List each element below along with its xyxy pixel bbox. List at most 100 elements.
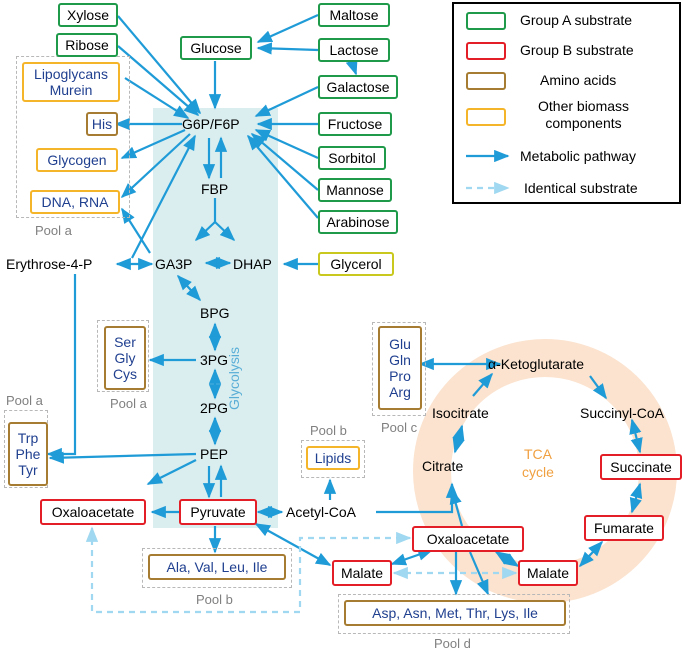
arrow-ga3p-bpg: [176, 274, 202, 302]
pep-label: PEP: [200, 446, 229, 462]
fructose-node: Fructose: [318, 112, 392, 136]
legend-pathway-label: Metabolic pathway: [520, 148, 636, 164]
bpg-label: BPG: [200, 305, 230, 321]
arrow-isocitrate-akg: [472, 372, 494, 397]
mannose-node: Mannose: [318, 178, 392, 202]
succinyl-coa-label: Succinyl-CoA: [580, 405, 665, 421]
arrow-oxaloacetate-citrate: [449, 488, 464, 527]
arrow-erythrose-trp: [46, 274, 77, 461]
legend-group-b-swatch: [466, 42, 506, 60]
lipoglycans-node: Lipoglycans Murein: [22, 62, 120, 102]
legend-pathway-arrow: [466, 150, 510, 162]
pool-a-ser-label: Pool a: [110, 396, 147, 411]
pool-d-enclosure: [338, 594, 570, 634]
malate-left-node: Malate: [332, 560, 392, 586]
trp-phe-tyr-node: Trp Phe Tyr: [8, 422, 48, 486]
lipids-node: Lipids: [306, 446, 360, 470]
oxaloacetate-left-node: Oxaloacetate: [40, 499, 146, 525]
3pg-label: 3PG: [200, 352, 229, 368]
glycerol-node: Glycerol: [318, 252, 394, 276]
legend-group-b-label: Group B substrate: [520, 42, 634, 58]
arrow-akg-succinylcoa: [589, 375, 607, 400]
arrow-galactose-g6p: [254, 86, 319, 117]
pool-c-label: Pool c: [381, 420, 418, 435]
pool-b-ala-enclosure: [142, 548, 292, 588]
arrow-arabinose-g6p: [247, 134, 319, 219]
arrow-fumarate-malate: [578, 540, 604, 568]
arrow-pep-trp: [48, 451, 197, 464]
oxaloacetate-tca-node: Oxaloacetate: [412, 526, 524, 552]
g6p-f6p-label: G6P/F6P: [182, 116, 240, 132]
legend: Group A substrate Group B substrate Amin…: [452, 2, 681, 204]
arrow-acetylcoa-citrate: [376, 482, 459, 514]
ala-val-leu-ile-node: Ala, Val, Leu, Ile: [148, 554, 286, 580]
arrow-mannose-g6p: [250, 133, 319, 191]
arrow-oxaloacetate-malateleft: [390, 548, 434, 566]
erythrose-label: Erythrose-4-P: [6, 256, 93, 272]
arrow-g6p-dna: [120, 133, 191, 199]
ser-gly-cys-node: Ser Gly Cys: [104, 326, 146, 390]
ga3p-label: GA3P: [155, 256, 193, 272]
arrow-g6p-glycogen: [120, 128, 186, 160]
arabinose-node: Arabinose: [318, 210, 398, 234]
arrow-xylose-g6p: [117, 15, 201, 115]
pool-d-label: Pool d: [434, 636, 471, 651]
pool-a-trp-label: Pool a: [6, 393, 43, 408]
lactose-node: Lactose: [318, 38, 390, 62]
arrow-lactose-glucose: [256, 42, 319, 55]
arrow-lipoglycans-g6p: [124, 77, 190, 119]
legend-other-swatch: [466, 108, 506, 126]
arrow-succinylcoa-succinate: [629, 418, 643, 454]
arrow-erythrose-g6p: [131, 134, 196, 259]
acetyl-coa-label: Acetyl-CoA: [286, 504, 357, 520]
arrow-maltose-glucose: [256, 13, 319, 44]
pool-c-enclosure: [372, 322, 426, 416]
asp-asn-met-thr-lys-ile-node: Asp, Asn, Met, Thr, Lys, Ile: [344, 600, 566, 626]
pyruvate-node: Pyruvate: [179, 499, 257, 525]
arrow-citrate-isocitrate: [452, 424, 465, 454]
legend-amino-label: Amino acids: [540, 72, 617, 88]
dhap-label: DHAP: [233, 256, 272, 272]
pool-b-lipids-enclosure: [301, 440, 365, 478]
dna-rna-node: DNA, RNA: [30, 190, 120, 214]
xylose-node: Xylose: [58, 3, 118, 27]
pool-b-ala-label: Pool b: [196, 592, 233, 607]
glucose-node: Glucose: [180, 36, 252, 60]
legend-other-label: Other biomass components: [538, 98, 630, 131]
arrow-malate-oxaloacetate: [494, 551, 520, 567]
fbp-label: FBP: [201, 181, 229, 197]
galactose-node: Galactose: [318, 75, 398, 99]
fumarate-node: Fumarate: [584, 515, 664, 541]
arrow-fbp-dhap: [214, 221, 236, 242]
arrow-ribose-g6p: [117, 45, 200, 117]
pool-a-top-label: Pool a: [35, 223, 72, 238]
arrow-fbp-ga3p: [194, 221, 216, 242]
sorbitol-node: Sorbitol: [318, 146, 386, 170]
ribose-node: Ribose: [56, 33, 118, 57]
dashed-oxaloacetate-oxaloacetate: [85, 526, 412, 614]
citrate-label: Citrate: [422, 458, 464, 474]
glycogen-node: Glycogen: [36, 148, 118, 172]
legend-group-a-swatch: [466, 12, 506, 30]
his-node: His: [86, 112, 118, 136]
2pg-label: 2PG: [200, 400, 229, 416]
arrow-succinate-fumarate: [629, 482, 643, 514]
legend-amino-swatch: [466, 72, 506, 90]
glu-gln-pro-arg-node: Glu Gln Pro Arg: [378, 326, 422, 410]
malate-tca-node: Malate: [518, 560, 578, 586]
legend-identical-arrow: [466, 182, 510, 194]
pool-a-ser-enclosure: [97, 320, 149, 392]
succinate-node: Succinate: [600, 454, 682, 480]
arrow-pep-oxaloacetate: [146, 459, 197, 485]
arrow-lactose-galactose: [345, 58, 358, 76]
akg-label: α-Ketoglutarate: [488, 356, 585, 372]
legend-group-a-label: Group A substrate: [520, 12, 633, 28]
legend-identical-label: Identical substrate: [524, 180, 638, 196]
tca-cycle-label: TCA cycle: [522, 446, 554, 480]
maltose-node: Maltose: [318, 3, 390, 27]
arrow-ga3p-dna: [121, 207, 151, 254]
isocitrate-label: Isocitrate: [432, 405, 489, 421]
pool-b-lipids-label: Pool b: [310, 423, 347, 438]
